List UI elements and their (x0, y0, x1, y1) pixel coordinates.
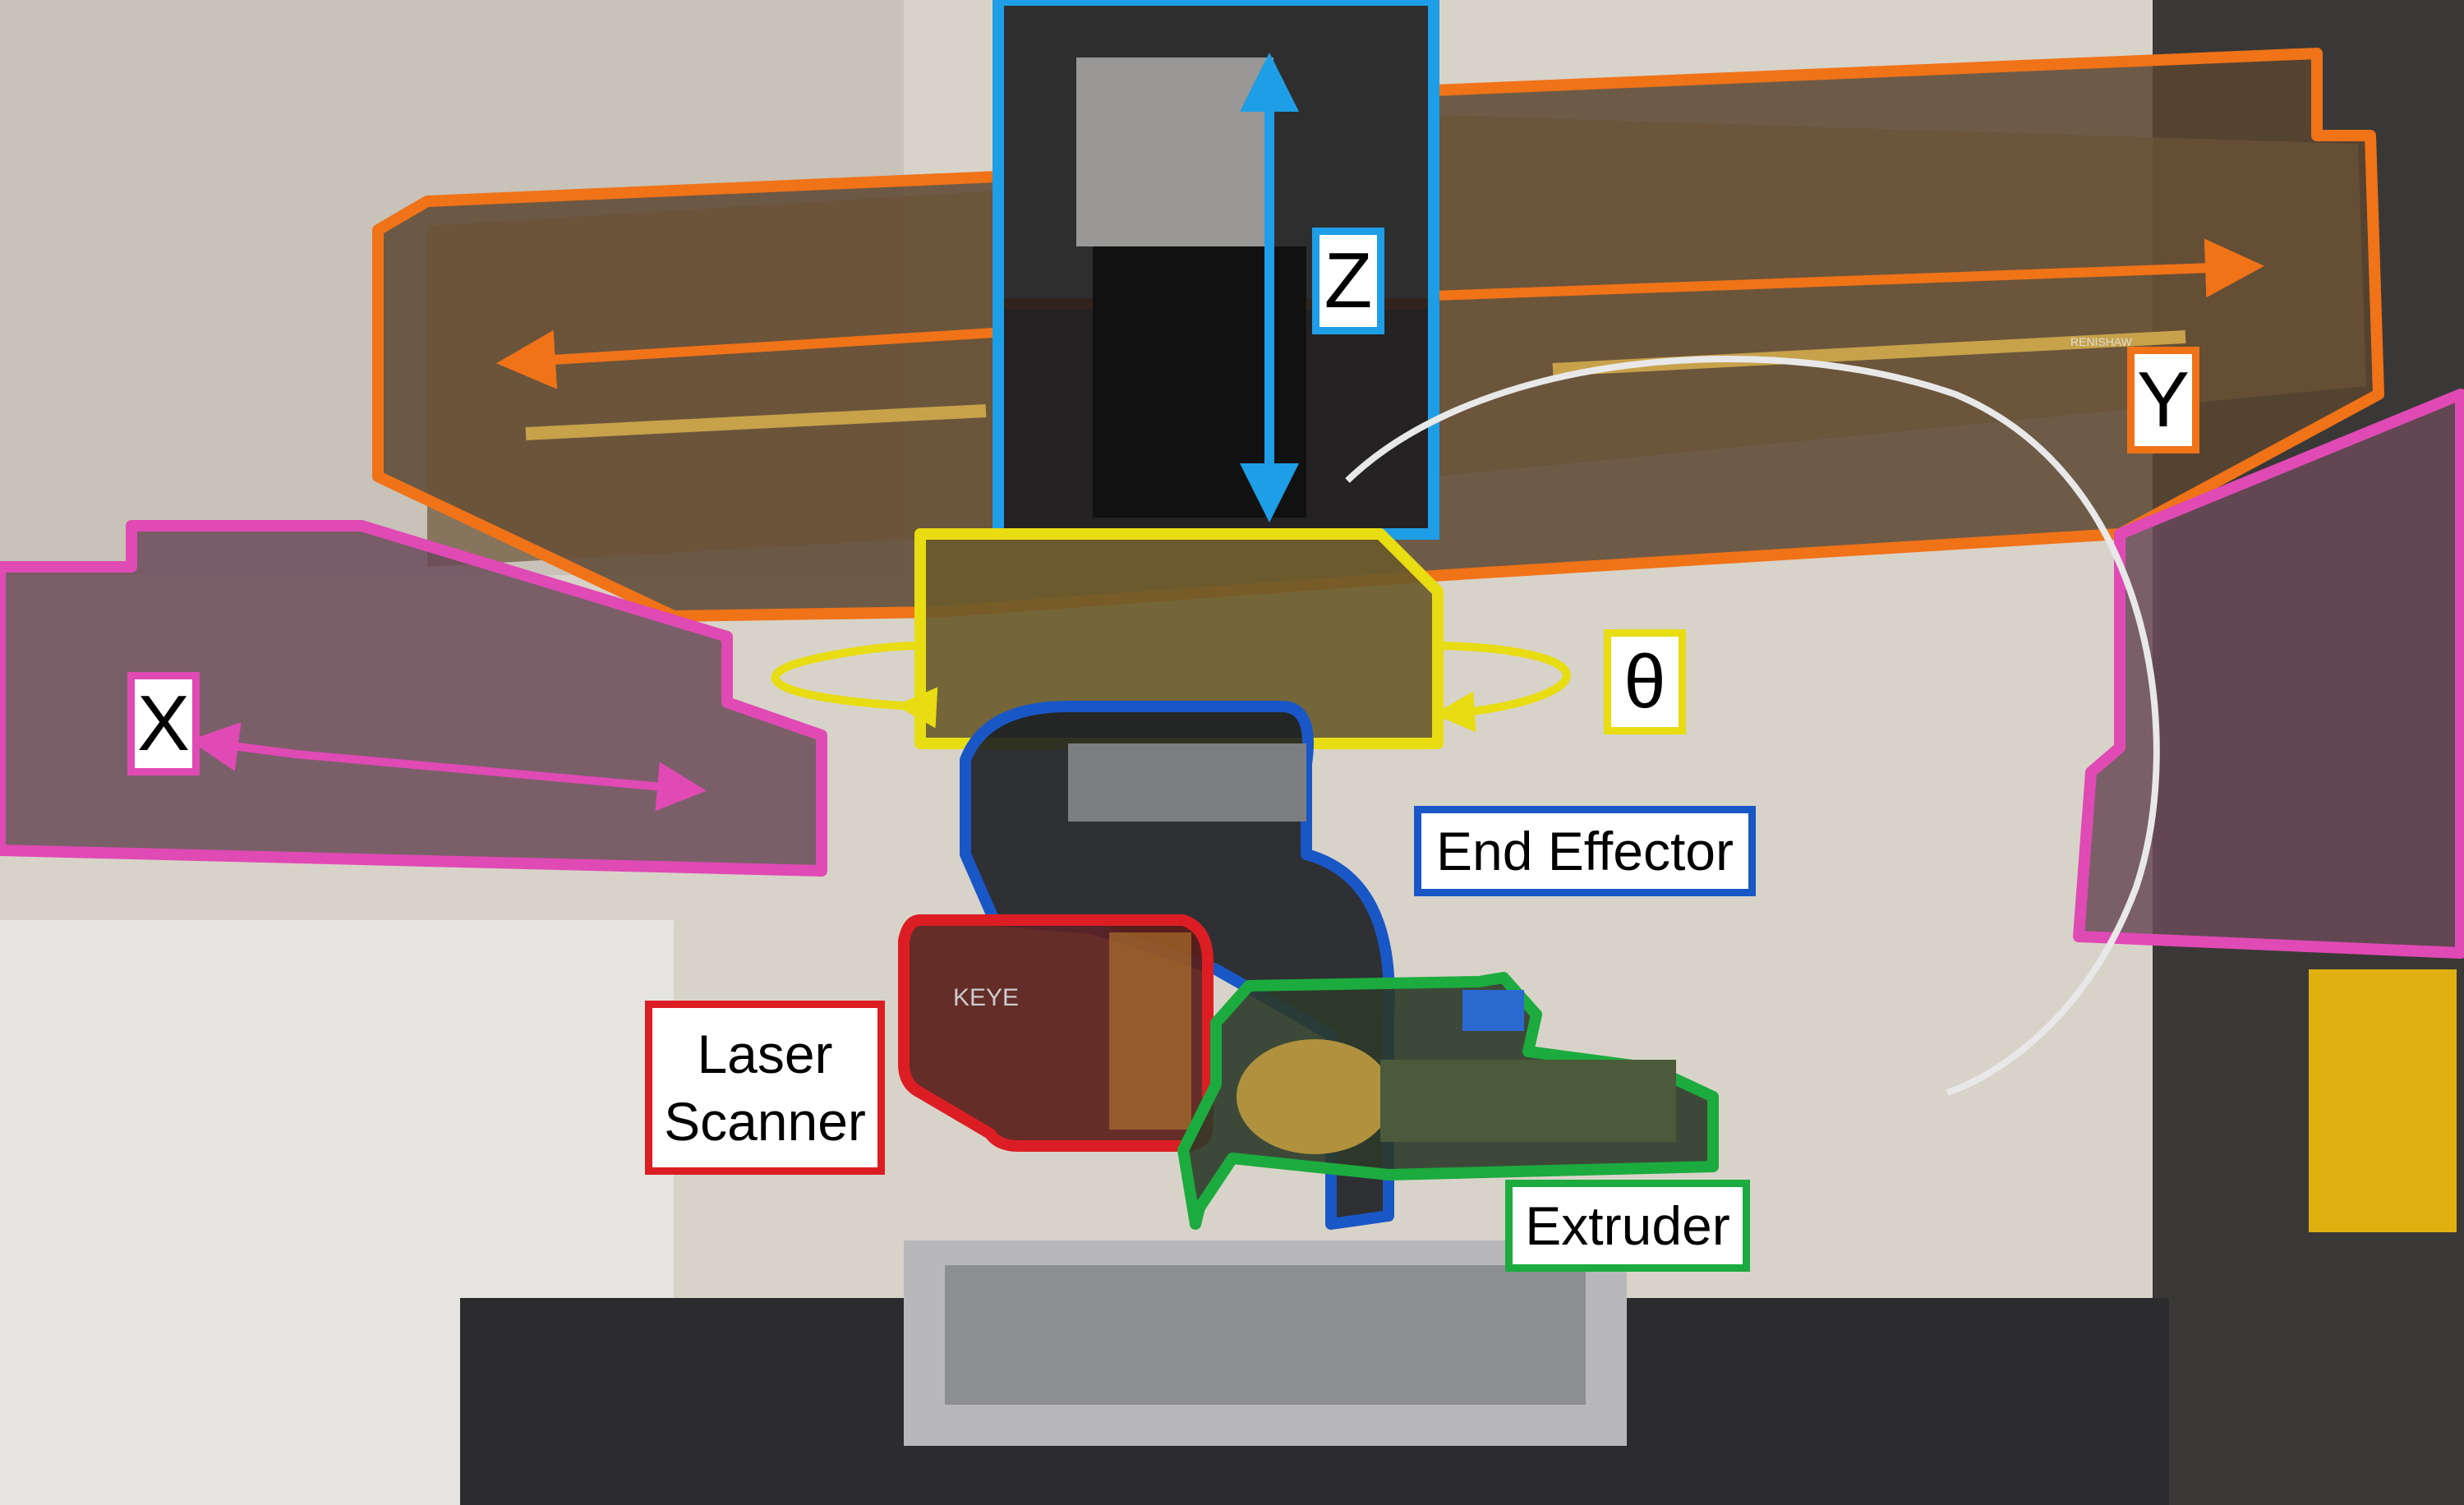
z-axis-label: Z (1312, 228, 1384, 334)
x-axis-rail (0, 389, 2464, 959)
x-axis-label: X (127, 672, 200, 776)
scanner-brand-text: KEYE (953, 984, 1020, 1011)
theta-rotary-block (771, 528, 1571, 749)
laser-scanner (898, 914, 1214, 1152)
y-axis-label: Y (2127, 347, 2199, 453)
pneumatic-tube (1345, 356, 2160, 1096)
renishaw-plate: RENISHAW (2070, 335, 2132, 348)
extruder-label: Extruder (1505, 1180, 1750, 1272)
laser-scanner-label: Laser Scanner (645, 1001, 885, 1175)
end-effector-label: End Effector (1414, 806, 1756, 896)
theta-axis-label: θ (1604, 629, 1686, 734)
extruder (1177, 972, 1719, 1230)
